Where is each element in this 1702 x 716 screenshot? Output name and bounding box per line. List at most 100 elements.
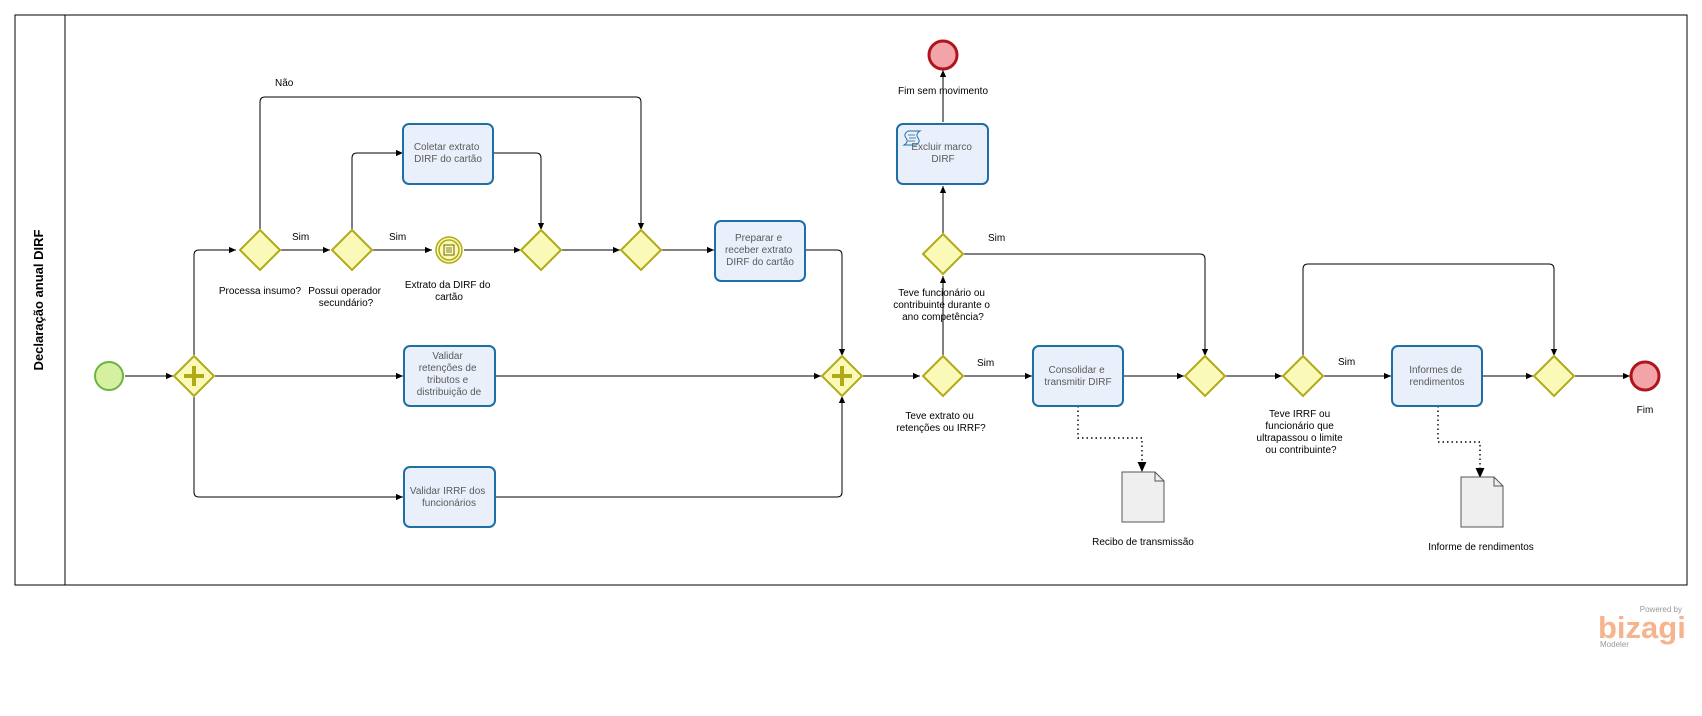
intermediate-event-extrato[interactable] <box>435 236 463 264</box>
extrato-label-line: cartão <box>435 292 463 303</box>
teve-irrf-label-line: ou contribuinte? <box>1265 445 1337 456</box>
logo-product: Modeler <box>1600 640 1629 649</box>
svg-text:Validar retenções de: Validar retenções de tributos e distribu… <box>417 351 482 398</box>
task-consolidar-transmitir[interactable]: Consolidar e transmitir DIRF <box>1032 345 1124 407</box>
gateway-teve-funcionario-label: Teve funcionário ou contribuinte durante… <box>893 288 993 323</box>
data-object-recibo-label: Recibo de transmissão <box>1092 537 1194 548</box>
teve-irrf-label-line: ultrapassou o limite <box>1257 433 1344 444</box>
gateway-merge-nao[interactable] <box>619 228 663 272</box>
intermediate-event-extrato-label: Extrato da DIRF do cartão <box>405 280 493 303</box>
logo-powered-by: Powered by <box>1640 605 1682 614</box>
start-event[interactable] <box>94 361 124 391</box>
svg-text:Excluir marco DIRF: Excluir marco DIRF <box>911 142 974 165</box>
task-label-line: Consolidar e <box>1049 365 1106 376</box>
gateway-merge-final[interactable] <box>1532 354 1576 398</box>
plus-icon <box>184 366 204 386</box>
svg-text:Coletar extrato DIRF do: Coletar extrato DIRF do cartão <box>414 142 483 165</box>
task-label-line: DIRF do cartão <box>414 154 482 165</box>
task-label-line: funcionários <box>422 498 476 509</box>
gateway-possui-operador-label: Possui operador secundário? <box>308 286 384 309</box>
task-label-line: DIRF do cartão <box>726 257 794 268</box>
gateway-parallel-join[interactable] <box>820 354 864 398</box>
end-event-fim[interactable] <box>1629 360 1661 392</box>
flow-split-to-validar-irrf <box>193 376 403 501</box>
task-label-line: Validar IRRF dos <box>410 486 485 497</box>
task-validar-irrf[interactable]: Validar IRRF dos funcionários <box>403 466 496 528</box>
message-icon <box>443 244 455 256</box>
end-event-fim-sem-movimento-label: Fim sem movimento <box>898 86 988 97</box>
script-icon <box>902 130 922 146</box>
teve-irrf-label-line: Teve IRRF ou <box>1269 409 1330 420</box>
association-recibo <box>1077 406 1147 472</box>
flow-teve-funcionario-sim <box>963 253 1209 356</box>
svg-text:Consolidar e transmitir: Consolidar e transmitir DIRF <box>1044 365 1111 388</box>
extrato-label-line: Extrato da DIRF do <box>405 280 491 291</box>
flow-coletar-to-merge <box>482 152 545 230</box>
flow-possui-to-coletar <box>351 149 403 230</box>
gateway-teve-irrf[interactable] <box>1281 354 1325 398</box>
teve-funcionario-label-line: contribuinte durante o <box>893 300 990 311</box>
sequence-flows <box>125 70 1630 501</box>
task-label-line: distribuição de <box>417 387 482 398</box>
data-object-informe-label: Informe de rendimentos <box>1428 542 1534 553</box>
logo-wordmark: bizagi <box>1598 610 1686 645</box>
data-object-recibo[interactable] <box>1121 471 1165 523</box>
end-event-fim-label: Fim <box>1637 405 1654 416</box>
label-sim-processa: Sim <box>292 232 309 243</box>
svg-text:Informes de rendimentos: Informes de rendimentos <box>1409 365 1465 388</box>
bizagi-logo: Powered by bizagi Modeler <box>1598 605 1686 649</box>
teve-irrf-label-line: funcionário que <box>1265 421 1334 432</box>
flow-processa-nao <box>259 96 645 230</box>
gateway-teve-extrato[interactable] <box>921 354 965 398</box>
flow-split-to-processa <box>193 246 236 376</box>
task-label-line: transmitir DIRF <box>1044 377 1111 388</box>
teve-extrato-label-line: retenções ou IRRF? <box>896 423 986 434</box>
gateway-processa-insumo-label: Processa insumo? <box>219 286 302 297</box>
gateway-teve-extrato-label: Teve extrato ou retenções ou IRRF? <box>896 411 986 434</box>
teve-funcionario-label-line: Teve funcionário ou <box>898 288 985 299</box>
data-object-informe[interactable] <box>1460 476 1504 528</box>
task-label-line: DIRF <box>931 154 954 165</box>
associations <box>1077 406 1485 478</box>
teve-extrato-label-line: Teve extrato ou <box>905 411 973 422</box>
gateway-teve-irrf-label: Teve IRRF ou funcionário que ultrapassou… <box>1257 409 1346 456</box>
svg-text:Preparar e receber extra: Preparar e receber extrato DIRF do cartã… <box>725 233 795 268</box>
gateway-merge-extrato[interactable] <box>519 228 563 272</box>
task-label-line: tributos e <box>427 375 469 386</box>
task-label-line: Informes de <box>1409 365 1462 376</box>
label-sim-teve-extrato: Sim <box>977 358 994 369</box>
task-label-line: rendimentos <box>1409 377 1464 388</box>
label-sim-possui: Sim <box>389 232 406 243</box>
task-label-line: receber extrato <box>725 245 793 256</box>
task-label-line: Coletar extrato <box>414 142 480 153</box>
task-validar-retencoes[interactable]: Validar retenções de tributos e distribu… <box>403 345 496 407</box>
teve-funcionario-label-line: ano competência? <box>902 312 984 323</box>
task-label-line: Excluir marco <box>911 142 972 153</box>
task-coletar-extrato[interactable]: Coletar extrato DIRF do cartão <box>402 123 494 185</box>
task-label-line: Validar <box>432 351 463 362</box>
possui-label-line: secundário? <box>319 298 374 309</box>
gateway-teve-funcionario[interactable] <box>921 232 965 276</box>
task-preparar-extrato[interactable]: Preparar e receber extrato DIRF do cartã… <box>714 220 806 282</box>
task-informes-rendimentos[interactable]: Informes de rendimentos <box>1391 345 1483 407</box>
task-label-line: retenções de <box>419 363 477 374</box>
gateway-parallel-split[interactable] <box>172 354 216 398</box>
flow-teve-irrf-bypass <box>1302 263 1558 356</box>
label-sim-teve-funcionario: Sim <box>988 233 1005 244</box>
plus-icon <box>832 366 852 386</box>
gateway-processa-insumo[interactable] <box>238 228 282 272</box>
label-nao: Não <box>275 78 294 89</box>
gateway-possui-operador[interactable] <box>330 228 374 272</box>
flow-validar-irrf-to-join <box>496 396 846 498</box>
pool: Declaração anual DIRF <box>14 14 1688 586</box>
flow-preparar-to-join <box>805 249 846 356</box>
task-excluir-marco[interactable]: Excluir marco DIRF <box>896 123 989 185</box>
end-event-fim-sem-movimento[interactable] <box>927 39 959 71</box>
possui-label-line: Possui operador <box>308 286 381 297</box>
task-label-line: Preparar e <box>735 233 783 244</box>
gateway-merge-consolidar[interactable] <box>1183 354 1227 398</box>
association-informe <box>1437 406 1485 478</box>
pool-label: Declaração anual DIRF <box>31 230 46 371</box>
svg-text:Validar IRRF dos funcion: Validar IRRF dos funcionários <box>410 486 488 509</box>
label-sim-teve-irrf: Sim <box>1338 357 1355 368</box>
